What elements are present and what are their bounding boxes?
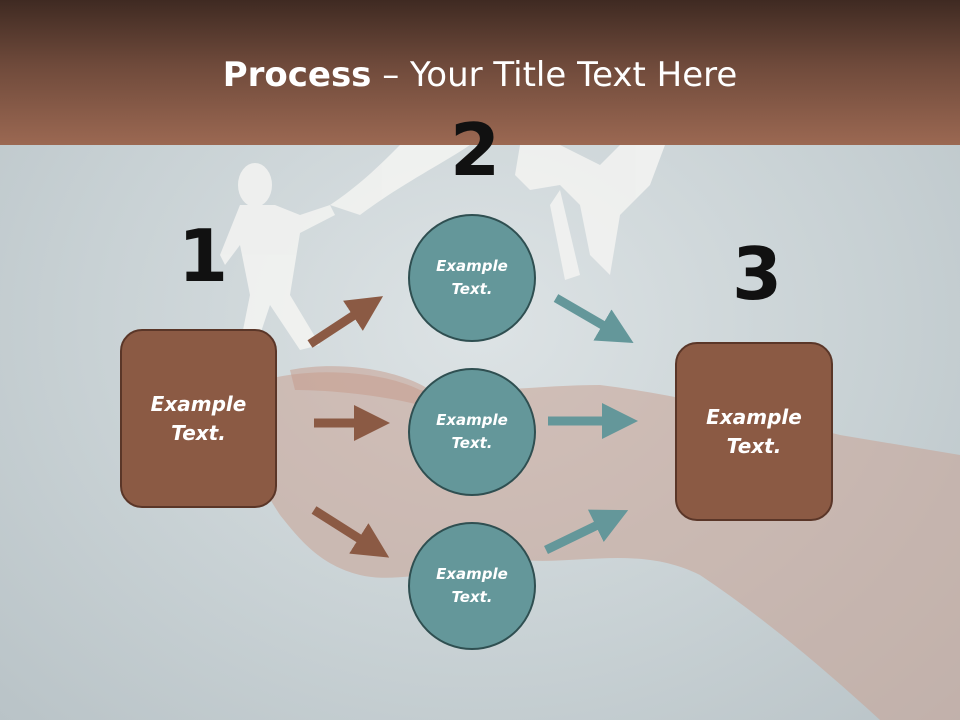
step-number-2: 2 (450, 108, 501, 192)
step-number-3: 3 (732, 232, 783, 316)
circle-1-line1: Example (436, 257, 508, 275)
circle-2-line1: Example (436, 411, 508, 429)
title-bar (0, 0, 960, 145)
circle-2-line2: Text. (451, 434, 493, 452)
paper-people (220, 145, 665, 350)
right-box-line2: Text. (726, 433, 782, 458)
title-rest: – Your Title Text Here (371, 55, 738, 95)
arrow-from-circle-1 (553, 294, 634, 344)
arrow-to-circle-1 (307, 296, 384, 348)
left-box-line2: Text. (171, 420, 226, 445)
circle-3-line2: Text. (451, 588, 493, 606)
title-bold: Process (222, 55, 372, 95)
circle-3-line1: Example (436, 565, 508, 583)
circle-1-line2: Text. (451, 280, 493, 298)
arrow-from-circle-3 (544, 509, 629, 555)
right-box-line1: Example (706, 404, 802, 429)
hand-finger (290, 366, 430, 405)
left-box-line1: Example (150, 391, 247, 416)
slide-title: Process – Your Title Text Here (0, 52, 960, 98)
step-number-1: 1 (178, 214, 229, 298)
arrow-to-circle-3 (311, 506, 390, 558)
